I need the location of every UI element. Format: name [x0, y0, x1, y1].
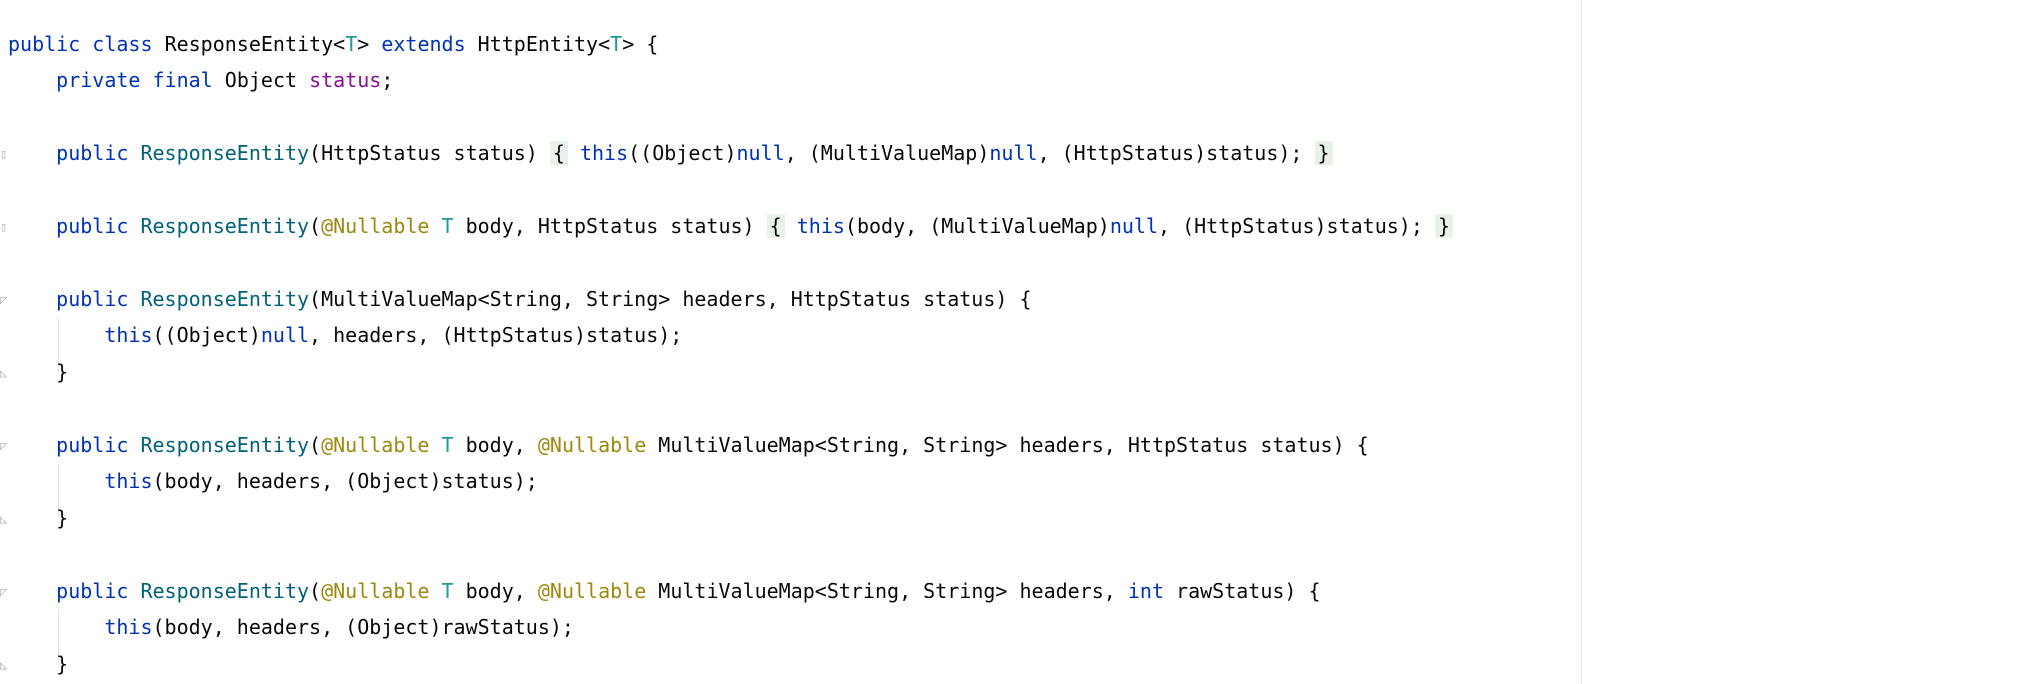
fold-marker-icon[interactable]: ◸	[0, 585, 8, 599]
code-line-constructor-4: public ResponseEntity(@Nullable T body, …	[56, 433, 1369, 457]
code-line-constructor-3-close: }	[56, 360, 69, 384]
code-line-constructor-2: public ResponseEntity(@Nullable T body, …	[8, 208, 1453, 244]
fold-marker-icon[interactable]: ▯	[0, 220, 8, 234]
folded-close-brace[interactable]: }	[1314, 141, 1333, 165]
code-line-field: private final Object status;	[56, 68, 394, 92]
indent-guide	[58, 318, 59, 372]
code-line-class-declaration: public class ResponseEntity<T> extends H…	[8, 32, 659, 56]
fold-marker-icon[interactable]: ◺	[0, 512, 8, 526]
code-line-constructor-5: public ResponseEntity(@Nullable T body, …	[56, 579, 1321, 603]
folded-open-brace[interactable]: {	[549, 141, 568, 165]
indent-guide	[58, 464, 59, 518]
folded-close-brace[interactable]: }	[1434, 214, 1453, 238]
fold-marker-icon[interactable]: ◺	[0, 366, 8, 380]
right-margin-guide	[1581, 0, 1582, 684]
code-line-constructor-4-body: this(body, headers, (Object)status);	[104, 469, 538, 493]
code-line-constructor-5-body: this(body, headers, (Object)rawStatus);	[104, 615, 574, 639]
code-line-constructor-4-close: }	[56, 506, 69, 530]
folded-open-brace[interactable]: {	[766, 214, 785, 238]
fold-marker-icon[interactable]: ◸	[0, 293, 8, 307]
fold-marker-icon[interactable]: ▯	[0, 147, 8, 161]
code-line-constructor-5-close: }	[56, 652, 69, 676]
fold-marker-icon[interactable]: ◺	[0, 658, 8, 672]
indent-guide	[58, 610, 59, 664]
code-line-constructor-3-body: this((Object)null, headers, (HttpStatus)…	[104, 323, 683, 347]
code-line-constructor-3: public ResponseEntity(MultiValueMap<Stri…	[56, 287, 1032, 311]
code-line-constructor-1: public ResponseEntity(HttpStatus status)…	[8, 135, 1333, 171]
fold-marker-icon[interactable]: ◸	[0, 439, 8, 453]
